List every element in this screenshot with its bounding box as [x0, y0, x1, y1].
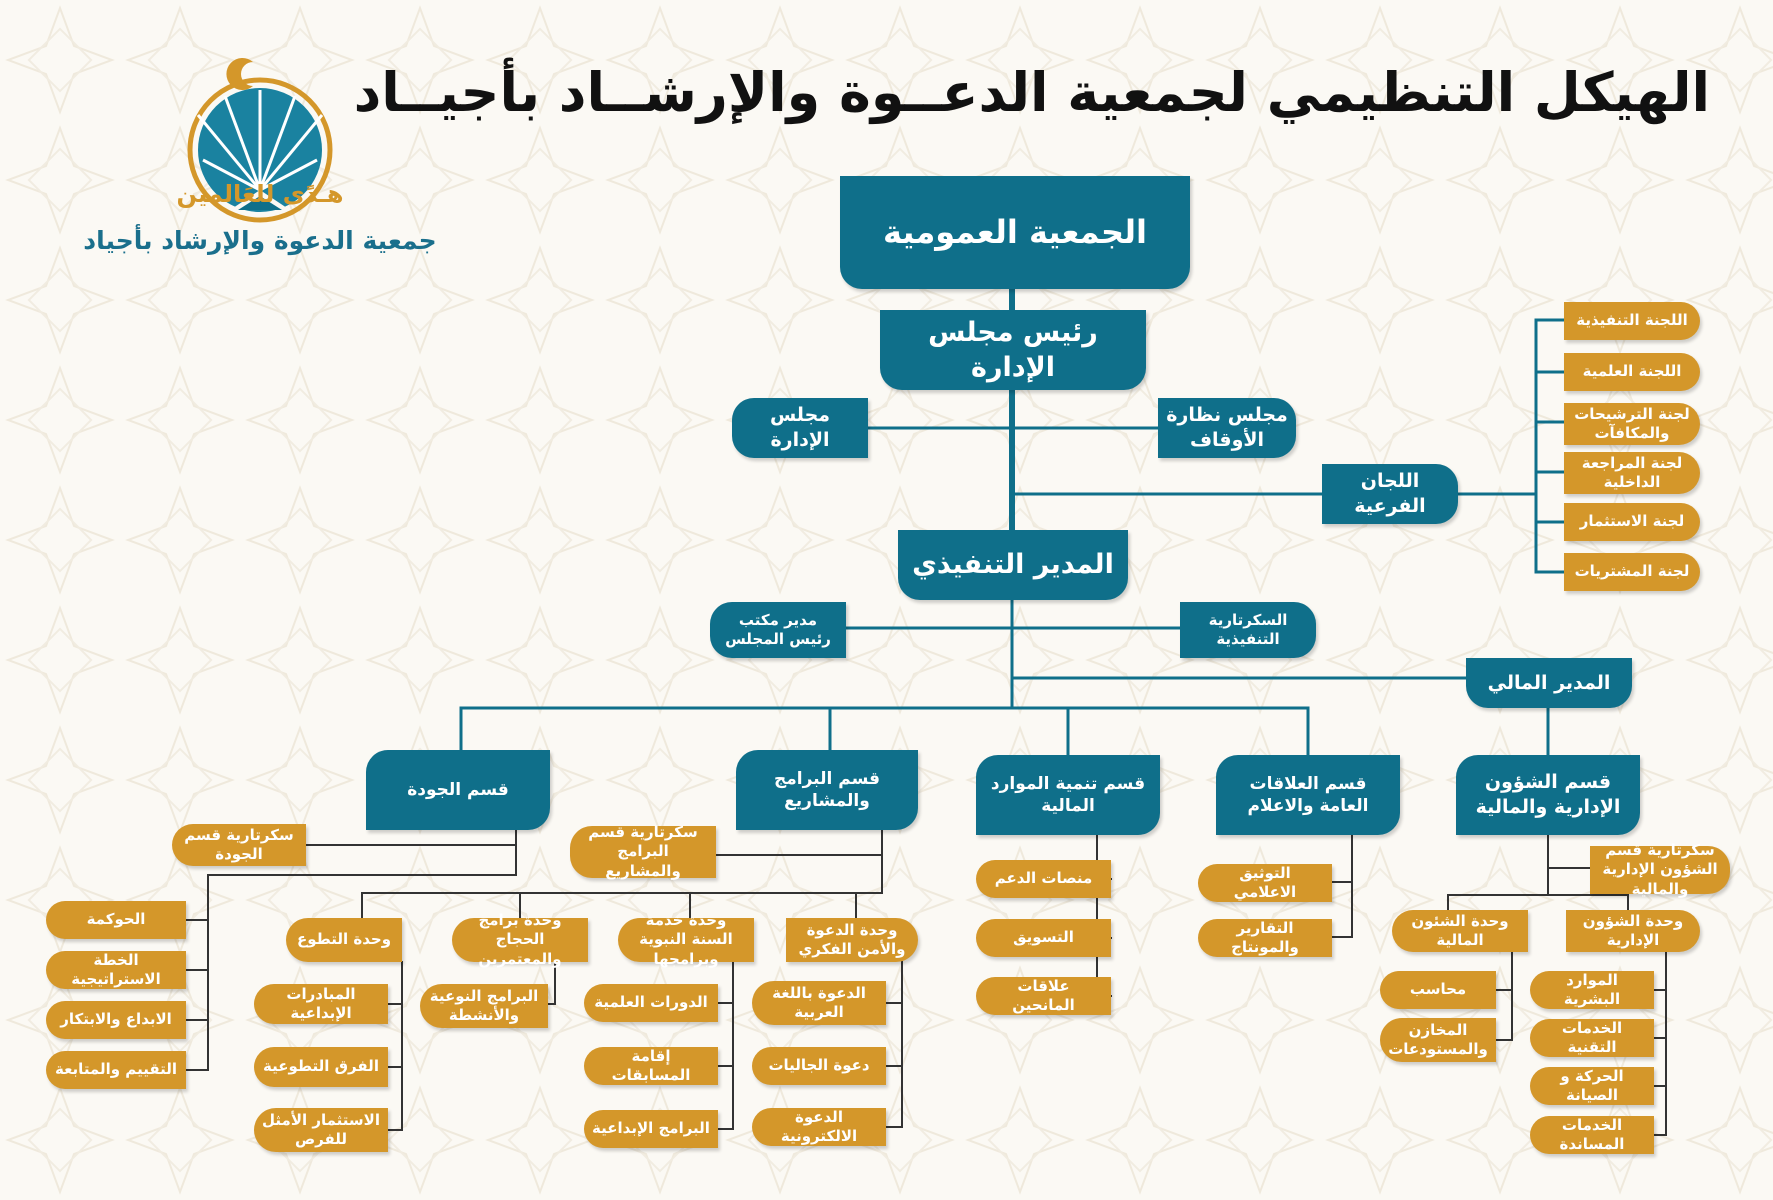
dept-resources: قسم تنمية الموارد المالية — [976, 755, 1160, 835]
admin-finance-secretary: سكرتارية قسم الشؤون الإدارية والمالية — [1590, 841, 1730, 898]
unit-pilgrims: وحدة برامج الحجاج والمعتمرين — [452, 911, 588, 968]
quality-item: الخطة الاستراتيجية — [46, 951, 186, 989]
special-programs: البرامج النوعية والأنشطة — [420, 984, 548, 1028]
volunteer-item: الاستثمار الأمثل للفرص — [254, 1108, 388, 1152]
node-sub-committees: اللجان الفرعية — [1322, 464, 1458, 524]
resources-item: منصات الدعم — [976, 860, 1111, 898]
logo-org-name: جمعية الدعوة والإرشاد بأجياد — [83, 226, 437, 255]
page-title: الهيكل التنظيمي لجمعية الدعــوة والإرشــ… — [353, 61, 1710, 124]
admin-item: الخدمات التقنية — [1530, 1019, 1654, 1057]
unit-admin: وحدة الشؤون الإدارية — [1566, 910, 1700, 952]
committee-item: اللجنة التنفيذية — [1564, 302, 1700, 340]
resources-item: التسويق — [976, 919, 1111, 957]
admin-item: الحركة و الصيانة — [1530, 1067, 1654, 1105]
node-financial-manager: المدير المالي — [1466, 658, 1632, 708]
committee-item: لجنة الترشيحات والمكافآت — [1564, 403, 1700, 445]
logo — [187, 58, 333, 223]
sunnah-item: البرامج الإبداعية — [584, 1110, 718, 1148]
unit-finance: وحدة الشئون المالية — [1392, 910, 1528, 952]
pr-item: التوثيق الاعلامي — [1198, 864, 1332, 902]
node-executive-director: المدير التنفيذي — [898, 530, 1128, 600]
committee-item: اللجنة العلمية — [1564, 353, 1700, 391]
unit-dawah: وحدة الدعوة والأمن الفكري — [786, 918, 918, 962]
quality-item: التقييم والمتابعة — [46, 1051, 186, 1089]
resources-item: علاقات المانحين — [976, 977, 1111, 1015]
sunnah-item: إقامة المسابقات — [584, 1047, 718, 1085]
committee-item: لجنة المشتريات — [1564, 553, 1700, 591]
quality-secretary: سكرتارية قسم الجودة — [172, 824, 306, 866]
dawah-item: الدعوة باللغة العربية — [752, 981, 886, 1025]
unit-sunnah: وحدة خدمة السنة النبوية وبرامجها — [618, 911, 754, 968]
volunteer-item: الفرق التطوعية — [254, 1047, 388, 1087]
admin-item: الموارد البشرية — [1530, 971, 1654, 1009]
pr-item: التقارير والمونتاج — [1198, 919, 1332, 957]
dept-programs: قسم البرامج والمشاريع — [736, 750, 918, 830]
node-waqf-council: مجلس نظارة الأوقاف — [1158, 398, 1296, 458]
node-board-chairman: رئيس مجلس الإدارة — [880, 310, 1146, 390]
finance-item: محاسب — [1380, 971, 1496, 1009]
finance-item: المخازن والمستودعات — [1380, 1018, 1496, 1062]
quality-item: الحوكمة — [46, 901, 186, 939]
quality-item: الابداع والابتكار — [46, 1001, 186, 1039]
admin-item: الخدمات المساندة — [1530, 1116, 1654, 1154]
node-general-assembly: الجمعية العمومية — [840, 176, 1190, 289]
node-executive-secretary: السكرتارية التنفيذية — [1180, 602, 1316, 658]
programs-secretary: سكرتارية قسم البرامج والمشاريع — [570, 823, 716, 880]
committee-item: لجنة المراجعة الداخلية — [1564, 452, 1700, 494]
dept-admin-finance: قسم الشؤون الإدارية والمالية — [1456, 755, 1640, 835]
committee-item: لجنة الاستثمار — [1564, 503, 1700, 541]
dawah-item: دعوة الجاليات — [752, 1047, 886, 1085]
dawah-item: الدعوة الالكترونية — [752, 1108, 886, 1146]
volunteer-item: المبادرات الإبداعية — [254, 984, 388, 1024]
dept-quality: قسم الجودة — [366, 750, 550, 830]
unit-volunteer: وحدة التطوع — [286, 918, 402, 962]
sunnah-item: الدورات العلمية — [584, 984, 718, 1022]
dept-pr: قسم العلاقات العامة والاعلام — [1216, 755, 1400, 835]
node-board: مجلس الإدارة — [732, 398, 868, 458]
node-chairman-office-manager: مدير مكتب رئيس المجلس — [710, 602, 846, 658]
logo-tagline: هـدًى للعَالمين — [176, 180, 344, 208]
